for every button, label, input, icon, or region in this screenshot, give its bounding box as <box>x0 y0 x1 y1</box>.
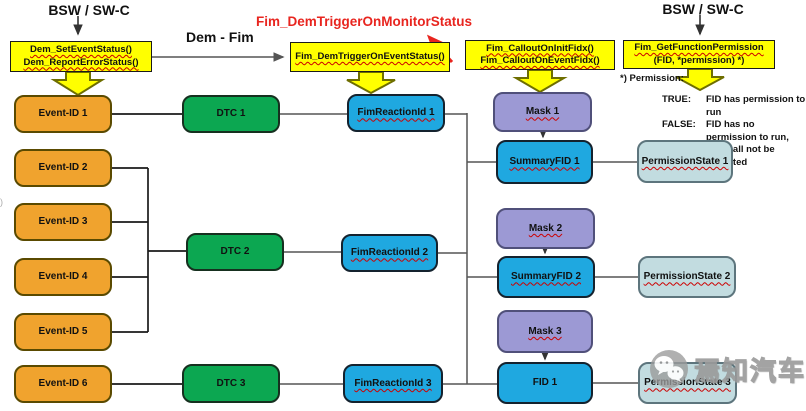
fid-1-label: FID 1 <box>532 377 558 389</box>
fid-1-node: FID 1 <box>497 362 593 404</box>
fimreactionid-1-label: FimReactionId 1 <box>357 107 435 119</box>
event-id-1-node: Event-ID 1 <box>14 95 112 133</box>
mask-3-label: Mask 3 <box>528 325 562 337</box>
summaryfid-2-label: SummaryFID 2 <box>510 271 582 283</box>
event-id-5-label: Event-ID 5 <box>38 326 88 338</box>
wechat-bubbles-icon <box>650 350 688 388</box>
dem-api-box: Dem_SetEventStatus() Dem_ReportErrorStat… <box>10 41 152 72</box>
event-id-2-node: Event-ID 2 <box>14 149 112 187</box>
summaryfid-2-node: SummaryFID 2 <box>497 256 595 298</box>
event-id-3-label: Event-ID 3 <box>38 216 88 228</box>
fim-getpermission-api-box: Fim_GetFunctionPermission (FID, *permiss… <box>623 40 775 69</box>
summaryfid-1-label: SummaryFID 1 <box>509 156 580 168</box>
flow-arrow-trigger-to-reaction <box>346 71 396 95</box>
dtc-2-label: DTC 2 <box>220 246 250 258</box>
dtc-1-label: DTC 1 <box>216 108 246 120</box>
summaryfid-1-node: SummaryFID 1 <box>496 140 593 184</box>
fimreactionid-1-node: FimReactionId 1 <box>347 94 445 132</box>
event-id-5-node: Event-ID 5 <box>14 313 112 351</box>
red-annotation-title: Fim_DemTriggerOnMonitorStatus <box>256 14 473 29</box>
permission-false-text: FID has no permission to run, <box>706 119 789 143</box>
mask-1-label: Mask 1 <box>525 106 560 118</box>
mask-3-node: Mask 3 <box>497 310 593 353</box>
dtc-1-node: DTC 1 <box>182 95 280 133</box>
mask-1-node: Mask 1 <box>493 92 592 132</box>
dem-api-line2: Dem_ReportErrorStatus() <box>23 56 139 68</box>
event-id-6-node: Event-ID 6 <box>14 365 112 403</box>
fim-fid-wires <box>280 113 638 385</box>
fimreactionid-3-label: FimReactionId 3 <box>354 377 432 389</box>
mask-2-label: Mask 2 <box>528 222 563 234</box>
permissionstate-2-node: PermissionState 2 <box>638 256 736 298</box>
dtc-2-node: DTC 2 <box>186 233 284 271</box>
watermark: 焉知汽车 <box>648 348 806 390</box>
watermark-text: 焉知汽车 <box>693 355 806 386</box>
event-id-4-label: Event-ID 4 <box>38 271 88 283</box>
dtc-3-node: DTC 3 <box>182 364 280 403</box>
permission-footnote-label: *) Permission: <box>620 73 684 84</box>
dem-fim-label: Dem - Fim <box>186 29 254 45</box>
fim-callout-api-box: Fim_CalloutOnInitFidx() Fim_CalloutOnEve… <box>465 40 615 70</box>
event-id-3-node: Event-ID 3 <box>14 203 112 241</box>
fim-trigger-api-box: Fim_DemTriggerOnEventStatus() <box>290 42 450 72</box>
permission-true-key: TRUE: <box>662 94 692 105</box>
permissionstate-3-label: PermissionState 3 <box>644 377 731 389</box>
bsw-swc-header-right: BSW / SW-C <box>662 1 744 17</box>
fim-callout-api-line2: Fim_CalloutOnEventFidx() <box>480 55 600 66</box>
fim-trigger-api-line1: Fim_DemTriggerOnEventStatus() <box>295 50 445 62</box>
fim-getpermission-api-line1: Fim_GetFunctionPermission <box>634 42 764 54</box>
flow-arrow-callout-to-mask <box>512 69 568 94</box>
event-id-4-node: Event-ID 4 <box>14 258 112 296</box>
permissionstate-2-label: PermissionState 2 <box>643 271 731 283</box>
flow-arrow-getperm-down <box>675 68 725 92</box>
event-id-1-label: Event-ID 1 <box>38 108 88 120</box>
event-id-6-label: Event-ID 6 <box>38 378 88 390</box>
flow-arrow-dem-to-event <box>50 71 106 97</box>
permission-true-text: FID has permission to run <box>706 94 806 118</box>
bsw-swc-header-left: BSW / SW-C <box>48 2 130 18</box>
fim-getpermission-api-line2: (FID, *permission) *) <box>653 54 745 66</box>
mask-2-node: Mask 2 <box>496 208 595 249</box>
fimreactionid-3-node: FimReactionId 3 <box>343 364 443 403</box>
event-dtc-wires <box>112 113 186 385</box>
fim-callout-api-line1: Fim_CalloutOnInitFidx() <box>486 42 594 54</box>
stray-mark: ) <box>0 197 3 207</box>
permission-false-key: FALSE: <box>662 119 696 131</box>
fimreactionid-2-label: FimReactionId 2 <box>350 247 429 259</box>
fimreactionid-2-node: FimReactionId 2 <box>341 234 438 272</box>
permissionstate-1-label: PermissionState 1 <box>641 155 729 167</box>
dem-api-line1: Dem_SetEventStatus() <box>30 44 132 56</box>
event-id-2-label: Event-ID 2 <box>38 162 88 174</box>
permissionstate-1-node: PermissionState 1 <box>637 140 733 183</box>
dtc-3-label: DTC 3 <box>216 377 246 389</box>
